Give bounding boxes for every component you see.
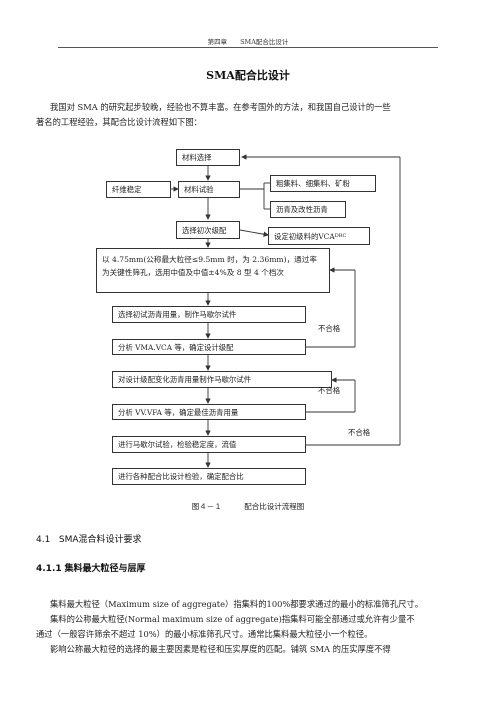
intro-line-2: 著名的工程经验，其配合比设计流程如下图： (36, 117, 202, 127)
box-key-sieve: 以 4.75mm(公称最大粒径≤9.5mm 时，为 2.36mm)，通过率为关键… (96, 248, 330, 293)
subsection-number: 4.1.1 (36, 564, 62, 574)
body-line-4: 影响公称最大粒径的选择的最主要因素是粒径和压实厚度的匹配。铺筑 SMA 的压实厚… (50, 644, 391, 654)
body-line-3: 通过（一般容许筛余不超过 10%）的最小标准筛孔尺寸。通常比集料最大粒径小一个粒… (36, 629, 373, 639)
box-design-checks: 进行各种配合比设计检验，确定配合比 (112, 468, 306, 485)
section-title: SMA混合料设计要求 (58, 535, 142, 545)
section-heading: 4.1 SMA混合料设计要求 (36, 532, 142, 545)
header-rule (58, 47, 438, 48)
figure-caption: 图４－１ 配合比设计流程图 (191, 502, 305, 511)
label-fail-1: 不合格 (318, 324, 341, 333)
body-line-1: 集料最大粒径（Maximum size of aggregate）指集料的100… (50, 599, 424, 609)
box-trial-asphalt: 选择初试沥青用量，制作马歇尔试件 (112, 306, 306, 323)
vca-subscript: DRC (334, 233, 347, 239)
box-marshall: 进行马歇尔试验，检验稳定度，流值 (112, 436, 306, 453)
subsection-title: 集料最大粒径与层厚 (64, 564, 146, 574)
box-analyze-vma: 分析 VMA.VCA 等，确定设计级配 (112, 339, 306, 355)
box-initial-gradation: 选择初次级配 (176, 221, 240, 239)
box-aggregates: 粗集料、细集料、矿粉 (270, 175, 376, 192)
label-fail-2: 不合格 (318, 386, 341, 395)
label-fail-3: 不合格 (348, 428, 371, 437)
box-vary-asphalt: 对设计级配变化沥青用量制作马歇尔试件 (112, 371, 332, 388)
vca-text: 设定初级料的VCA (274, 231, 335, 241)
box-fiber-stability: 纤维稳定 (106, 181, 171, 198)
body-line-2: 集料的公称最大粒径(Normal maximum size of aggrega… (50, 614, 415, 624)
box-analyze-vv: 分析 VV.VFA 等，确定最佳沥青用量 (112, 404, 306, 420)
box-material-test: 材料试验 (178, 181, 240, 198)
running-header: 第四章 SMA配合比设计 (207, 38, 289, 46)
intro-line-1: 我国对 SMA 的研究起步较晚，经验也不算丰富。在参考国外的方法，和我国自己设计… (50, 102, 391, 112)
box-asphalt: 沥青及改性沥青 (270, 201, 346, 218)
section-number: 4.1 (36, 535, 51, 545)
subsection-heading: 4.1.1 集料最大粒径与层厚 (36, 561, 146, 574)
chapter-title: SMA配合比设计 (206, 69, 290, 82)
box-material-select: 材料选择 (176, 149, 240, 166)
